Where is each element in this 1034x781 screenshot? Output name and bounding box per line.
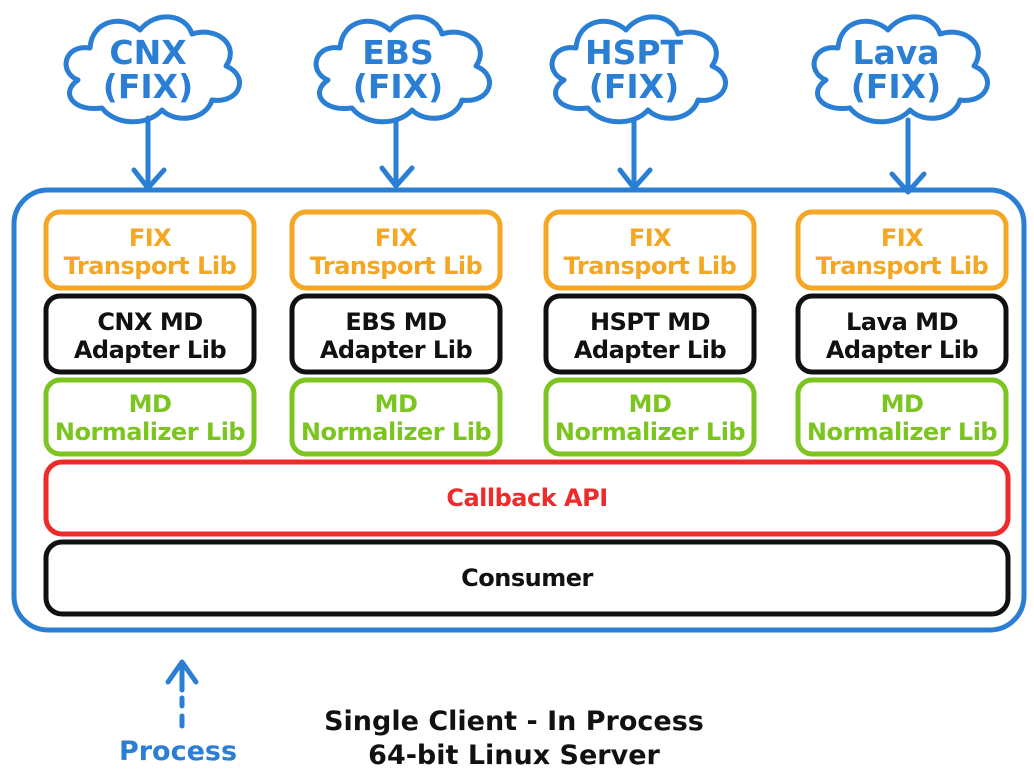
transport-lib-title: FIX: [629, 224, 672, 252]
adapter-lib-box: [289, 293, 503, 375]
cloud-subtitle: (FIX): [851, 67, 941, 106]
footer-subtitle: 64-bit Linux Server: [368, 740, 660, 771]
down-arrow-ebs: [379, 117, 415, 189]
cloud-cnx: CNX (FIX): [63, 14, 242, 125]
adapter-lib-subtitle: Adapter Lib: [826, 336, 979, 364]
process-container: [11, 187, 1027, 633]
transport-lib-subtitle: Transport Lib: [64, 252, 237, 280]
cloud-ebs: EBS (FIX): [313, 14, 492, 125]
normalizer-lib-title: MD: [129, 390, 172, 418]
adapter-lib-box: [543, 293, 757, 375]
transport-lib-title: FIX: [375, 224, 418, 252]
process-up-arrow: [165, 659, 199, 729]
adapter-lib-box: [795, 293, 1009, 375]
normalizer-lib-box: [289, 377, 503, 457]
adapter-lib-title: Lava MD: [846, 308, 958, 336]
transport-lib-title: FIX: [881, 224, 924, 252]
transport-lib-subtitle: Transport Lib: [310, 252, 483, 280]
cloud-shape: [549, 14, 728, 125]
cloud-shape: [313, 14, 492, 125]
normalizer-lib-subtitle: Normalizer Lib: [555, 418, 746, 446]
cloud-subtitle: (FIX): [589, 67, 679, 106]
adapter-lib-title: CNX MD: [97, 308, 202, 336]
adapter-lib-subtitle: Adapter Lib: [74, 336, 227, 364]
transport-lib-box: [289, 209, 503, 291]
cloud-title: Lava: [852, 33, 939, 72]
normalizer-lib-subtitle: Normalizer Lib: [807, 418, 998, 446]
cloud-shape: [811, 14, 990, 125]
column-ebs: FIX Transport Lib EBS MD Adapter Lib MD …: [289, 209, 503, 457]
cloud-subtitle: (FIX): [353, 67, 443, 106]
transport-lib-box: [795, 209, 1009, 291]
column-cnx: FIX Transport Lib CNX MD Adapter Lib MD …: [43, 209, 257, 457]
adapter-lib-title: EBS MD: [345, 308, 446, 336]
callback-api-label: Callback API: [446, 484, 607, 512]
normalizer-lib-box: [43, 377, 257, 457]
footer-title: Single Client - In Process: [324, 706, 704, 737]
adapter-lib-subtitle: Adapter Lib: [320, 336, 473, 364]
transport-lib-subtitle: Transport Lib: [564, 252, 737, 280]
transport-lib-box: [543, 209, 757, 291]
transport-lib-title: FIX: [129, 224, 172, 252]
callback-api-box: [43, 459, 1011, 537]
cloud-title: CNX: [109, 33, 186, 72]
normalizer-lib-title: MD: [375, 390, 418, 418]
consumer-box: [43, 539, 1011, 617]
cloud-shape: [63, 14, 242, 125]
down-arrow-lava: [889, 117, 927, 195]
column-hspt: FIX Transport Lib HSPT MD Adapter Lib MD…: [543, 209, 757, 457]
down-arrow-cnx: [131, 115, 167, 191]
adapter-lib-box: [43, 293, 257, 375]
cloud-subtitle: (FIX): [103, 67, 193, 106]
normalizer-lib-subtitle: Normalizer Lib: [301, 418, 492, 446]
normalizer-lib-box: [543, 377, 757, 457]
transport-lib-subtitle: Transport Lib: [816, 252, 989, 280]
cloud-lava: Lava (FIX): [811, 14, 990, 125]
cloud-hspt: HSPT (FIX): [549, 14, 728, 125]
cloud-title: EBS: [362, 33, 433, 72]
column-lava: FIX Transport Lib Lava MD Adapter Lib MD…: [795, 209, 1009, 457]
normalizer-lib-title: MD: [629, 390, 672, 418]
adapter-lib-subtitle: Adapter Lib: [574, 336, 727, 364]
process-label: Process: [119, 736, 237, 767]
adapter-lib-title: HSPT MD: [590, 308, 710, 336]
normalizer-lib-title: MD: [881, 390, 924, 418]
down-arrow-hspt: [617, 117, 653, 191]
normalizer-lib-box: [795, 377, 1009, 457]
normalizer-lib-subtitle: Normalizer Lib: [55, 418, 246, 446]
cloud-title: HSPT: [585, 33, 684, 72]
transport-lib-box: [43, 209, 257, 291]
consumer-label: Consumer: [461, 564, 593, 592]
